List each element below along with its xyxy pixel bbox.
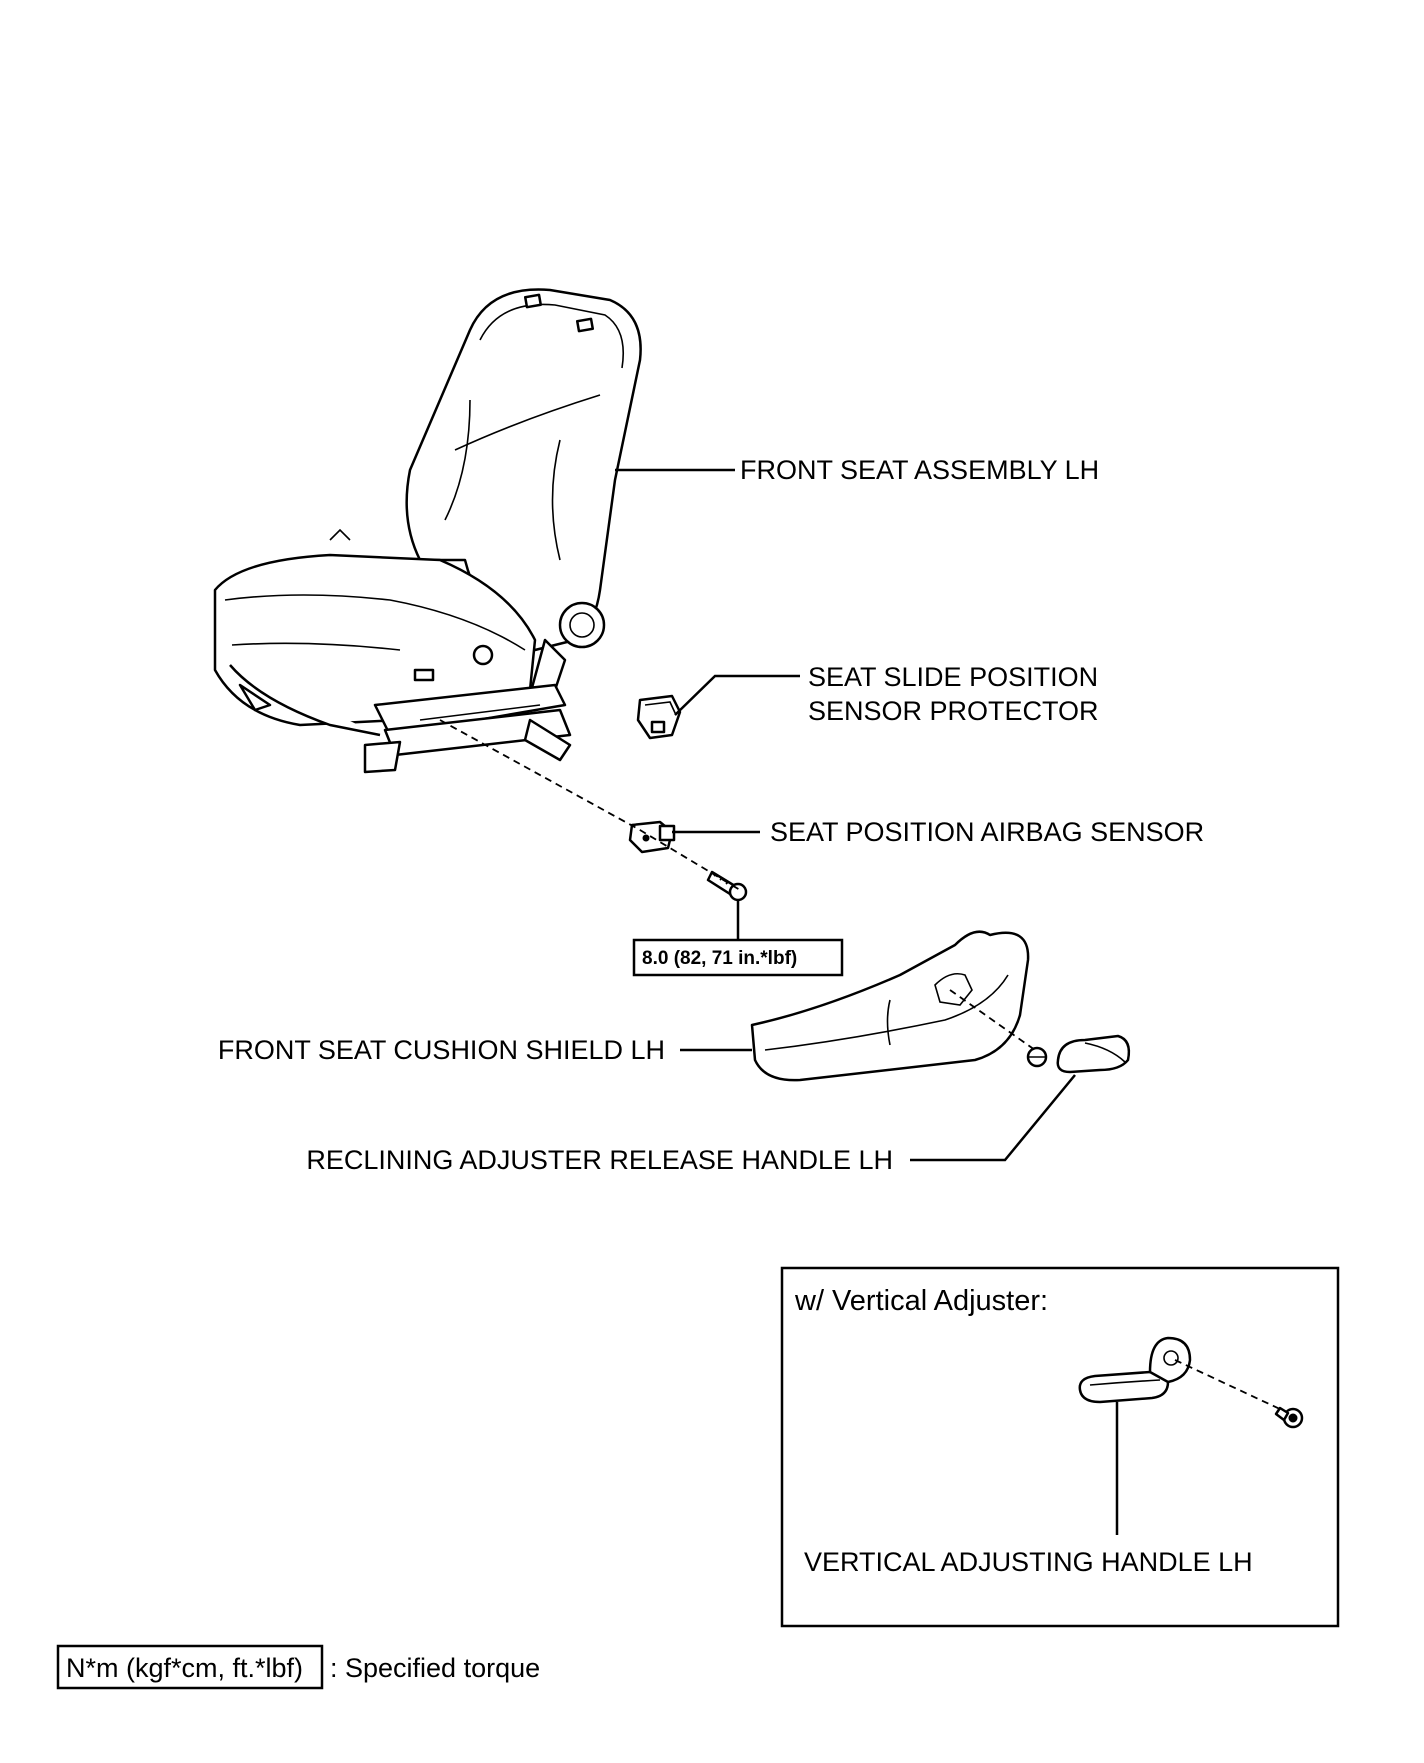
torque-value: 8.0 (82, 71 in.*lbf) xyxy=(642,948,797,969)
cushion-shield-drawing xyxy=(750,930,1030,1082)
inset-title: w/ Vertical Adjuster: xyxy=(794,1285,1048,1317)
install-dashed-line xyxy=(439,719,741,891)
label-cushion-shield: FRONT SEAT CUSHION SHIELD LH xyxy=(218,1035,665,1065)
sensor-protector-drawing xyxy=(636,694,682,740)
legend-box-text: N*m (kgf*cm, ft.*lbf) xyxy=(66,1653,303,1683)
shield-screw-drawing xyxy=(1026,1046,1048,1068)
vertical-handle-dashed-line xyxy=(1174,1359,1283,1411)
label-front-seat-assembly: FRONT SEAT ASSEMBLY LH xyxy=(740,455,1099,485)
front-seat-assembly-drawing xyxy=(213,288,642,774)
legend-description: : Specified torque xyxy=(330,1653,540,1683)
legend-box xyxy=(56,1644,324,1690)
label-sensor-protector-line2: SENSOR PROTECTOR xyxy=(808,696,1099,726)
leader-release-handle xyxy=(910,1074,1076,1162)
inset-frame xyxy=(780,1266,1340,1628)
label-airbag-sensor: SEAT POSITION AIRBAG SENSOR xyxy=(770,817,1204,847)
vertical-adjuster-inset: w/ Vertical Adjuster: VERTICAL ADJUSTING… xyxy=(780,1266,1340,1628)
shield-dashed-line xyxy=(949,989,1036,1051)
label-vertical-handle: VERTICAL ADJUSTING HANDLE LH xyxy=(804,1547,1253,1577)
release-handle-drawing xyxy=(1056,1034,1131,1074)
leader-sensor-protector xyxy=(674,674,800,716)
vertical-handle-screw-drawing xyxy=(1274,1406,1304,1429)
sensor-bolt-drawing xyxy=(706,870,748,902)
torque-box xyxy=(632,938,844,977)
torque-legend: N*m (kgf*cm, ft.*lbf) : Specified torque xyxy=(56,1644,540,1690)
label-sensor-protector-line1: SEAT SLIDE POSITION xyxy=(808,662,1098,692)
label-release-handle: RECLINING ADJUSTER RELEASE HANDLE LH xyxy=(306,1145,893,1175)
vertical-handle-drawing xyxy=(1078,1336,1192,1404)
